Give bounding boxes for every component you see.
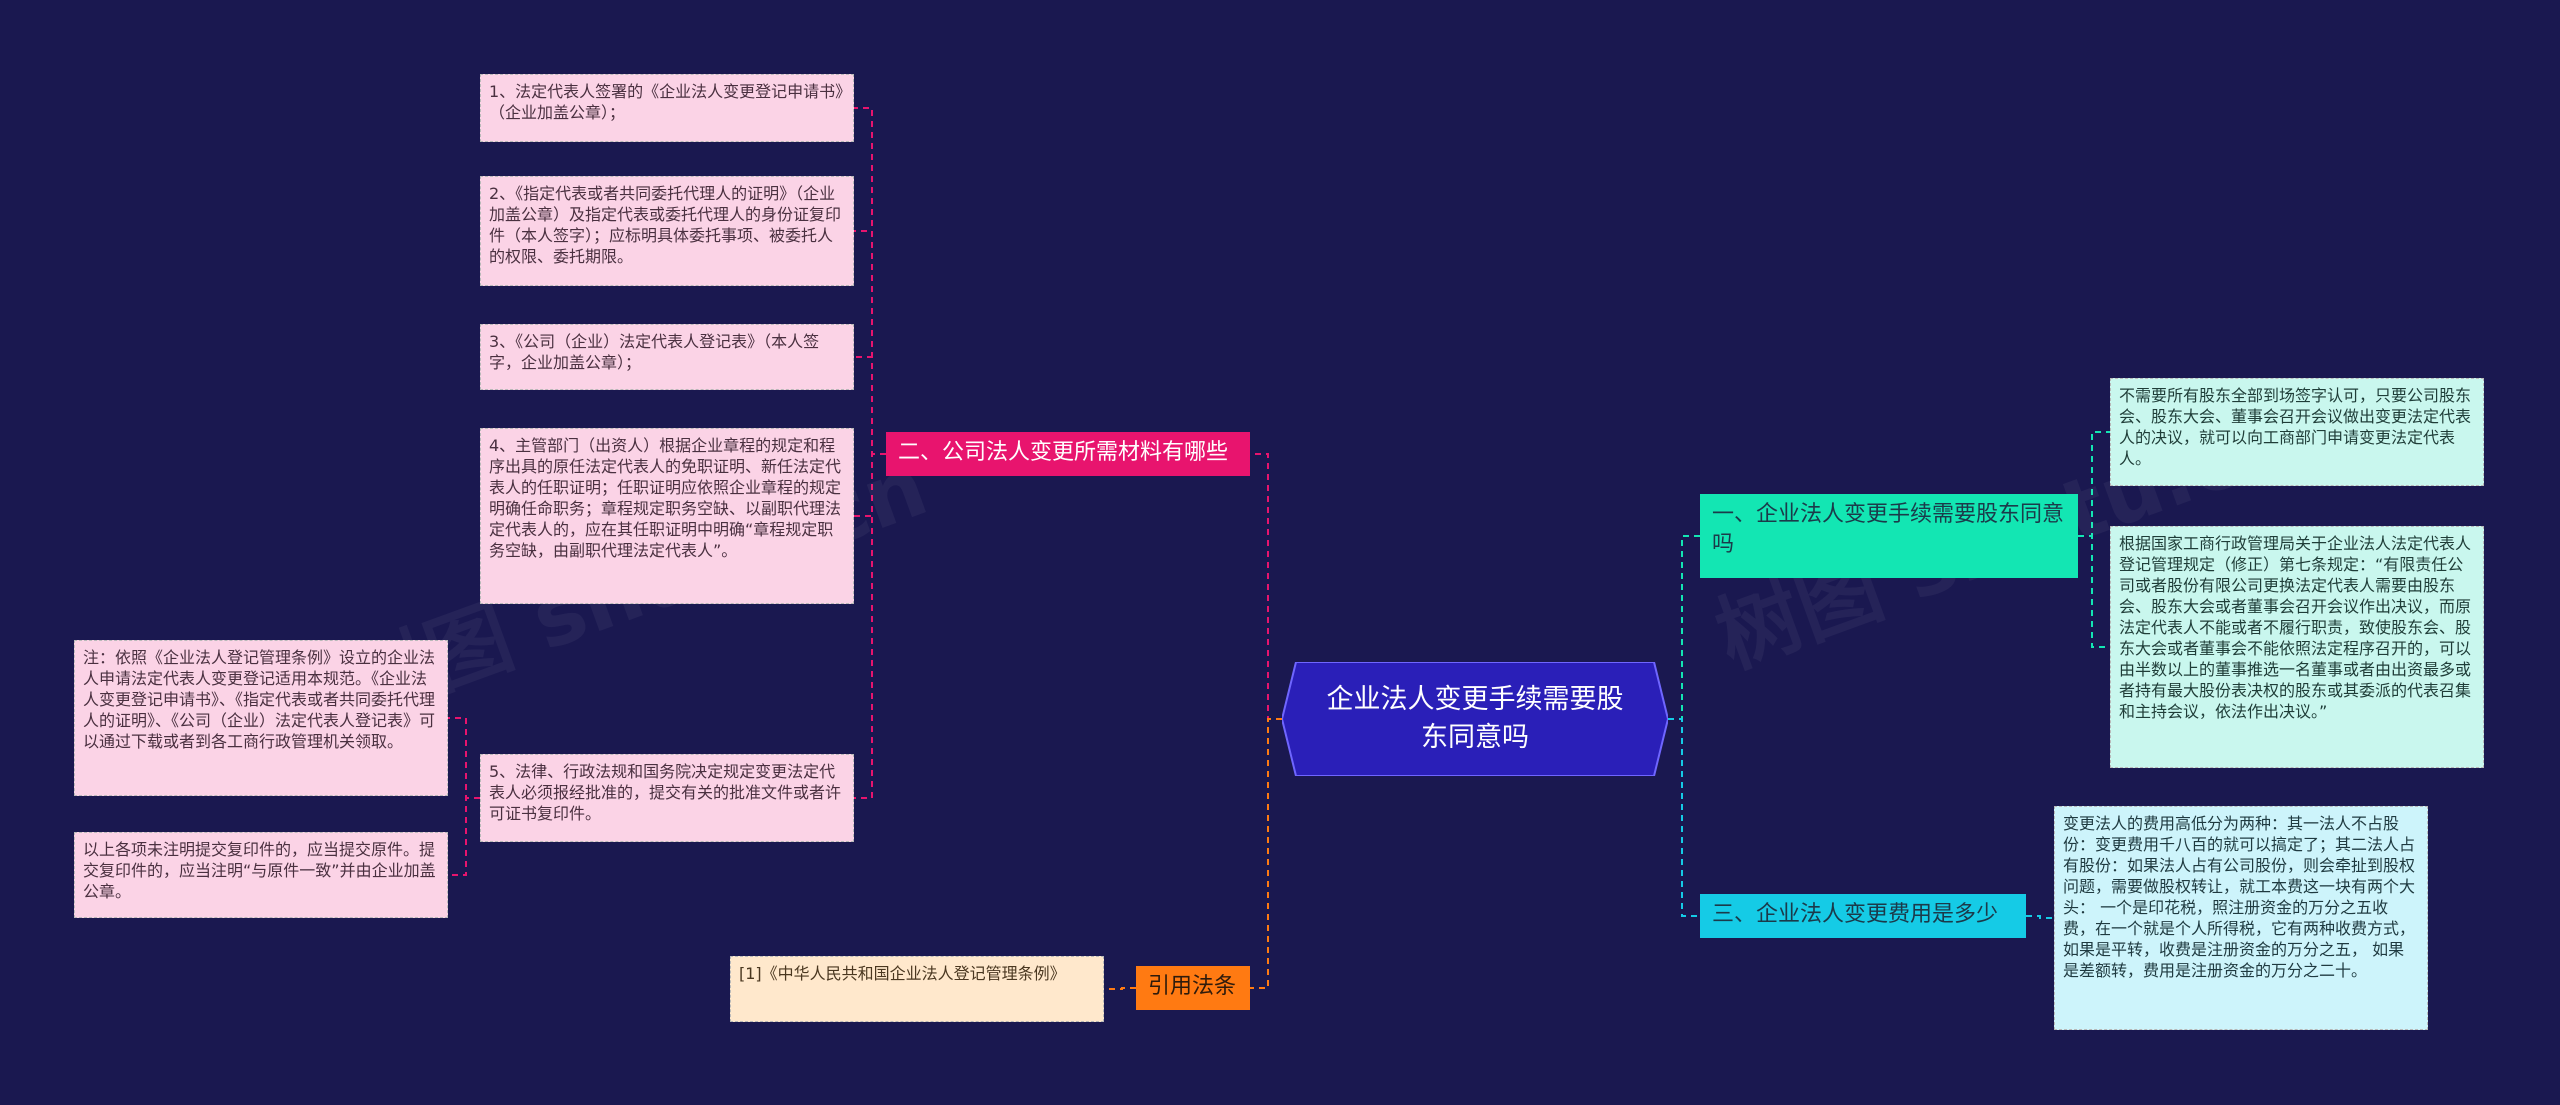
branch-consent[interactable]: 一、企业法人变更手续需要股东同意吗 xyxy=(1700,494,2078,578)
materials-item-4-text: 4、主管部门（出资人）根据企业章程的规定和程序出具的原任法定代表人的免职证明、新… xyxy=(489,436,842,560)
materials-item-1[interactable]: 1、法定代表人签署的《企业法人变更登记申请书》（企业加盖公章）； xyxy=(480,74,854,142)
branch-cost[interactable]: 三、企业法人变更费用是多少 xyxy=(1700,894,2026,938)
materials-item-5[interactable]: 5、法律、行政法规和国务院决定规定变更法定代表人必须报经批准的，提交有关的批准文… xyxy=(480,754,854,842)
connector-root-cost xyxy=(1668,718,1700,917)
materials-item-3-text: 3、《公司（企业）法定代表人登记表》（本人签字，企业加盖公章）； xyxy=(489,332,820,372)
root-topic[interactable]: 企业法人变更手续需要股东同意吗 xyxy=(1282,662,1668,776)
connector-cost-item xyxy=(2026,915,2054,919)
branch-materials[interactable]: 二、公司法人变更所需材料有哪些 xyxy=(886,432,1250,476)
consent-item-2[interactable]: 根据国家工商行政管理局关于企业法人法定代表人登记管理规定（修正）第七条规定：“有… xyxy=(2110,526,2484,768)
materials-item-1-text: 1、法定代表人签署的《企业法人变更登记申请书》（企业加盖公章）； xyxy=(489,82,844,122)
root-label: 企业法人变更手续需要股东同意吗 xyxy=(1326,684,1624,753)
branch-reference[interactable]: 引用法条 xyxy=(1136,966,1250,1010)
branch-consent-label: 一、企业法人变更手续需要股东同意吗 xyxy=(1712,502,2065,557)
materials-item-5-text: 5、法律、行政法规和国务院决定规定变更法定代表人必须报经批准的，提交有关的批准文… xyxy=(489,762,842,823)
connector-reference-item xyxy=(1104,987,1136,990)
materials-note-1[interactable]: 注：依照《企业法人登记管理条例》设立的企业法人申请法定代表人变更登记适用本规范。… xyxy=(74,640,448,796)
materials-note-2[interactable]: 以上各项未注明提交复印件的，应当提交原件。提交复印件的，应当注明“与原件一致”并… xyxy=(74,832,448,918)
cost-item-1-text: 变更法人的费用高低分为两种：其一法人不占股份：变更费用千八百的就可以搞定了；其二… xyxy=(2063,814,2416,980)
branch-cost-label: 三、企业法人变更费用是多少 xyxy=(1712,902,1999,927)
connector-materials-note xyxy=(448,717,480,799)
reference-item-1-text: [1]《中华人民共和国企业法人登记管理条例》 xyxy=(739,964,1066,983)
materials-item-4[interactable]: 4、主管部门（出资人）根据企业章程的规定和程序出具的原任法定代表人的免职证明、新… xyxy=(480,428,854,604)
connector-root-reference xyxy=(1250,718,1282,989)
materials-note-1-text: 注：依照《企业法人登记管理条例》设立的企业法人申请法定代表人变更登记适用本规范。… xyxy=(83,648,436,751)
materials-item-3[interactable]: 3、《公司（企业）法定代表人登记表》（本人签字，企业加盖公章）； xyxy=(480,324,854,390)
connector-root-materials xyxy=(1250,453,1282,720)
branch-materials-label: 二、公司法人变更所需材料有哪些 xyxy=(898,440,1229,465)
consent-item-1[interactable]: 不需要所有股东全部到场签字认可，只要公司股东会、股东大会、董事会召开会议做出变更… xyxy=(2110,378,2484,486)
materials-item-2[interactable]: 2、《指定代表或者共同委托代理人的证明》（企业加盖公章）及指定代表或委托代理人的… xyxy=(480,176,854,286)
connector-materials-item xyxy=(854,107,886,455)
consent-item-1-text: 不需要所有股东全部到场签字认可，只要公司股东会、股东大会、董事会召开会议做出变更… xyxy=(2119,386,2472,468)
materials-item-2-text: 2、《指定代表或者共同委托代理人的证明》（企业加盖公章）及指定代表或委托代理人的… xyxy=(489,184,842,266)
connector-root-consent xyxy=(1668,535,1700,720)
branch-reference-label: 引用法条 xyxy=(1148,974,1237,999)
connector-materials-item xyxy=(854,230,886,455)
reference-item-1[interactable]: [1]《中华人民共和国企业法人登记管理条例》 xyxy=(730,956,1104,1022)
connector-materials-note xyxy=(448,797,480,876)
consent-item-2-text: 根据国家工商行政管理局关于企业法人法定代表人登记管理规定（修正）第七条规定：“有… xyxy=(2119,534,2472,721)
root-hexagon-shape xyxy=(1282,662,1668,776)
materials-note-2-text: 以上各项未注明提交复印件的，应当提交原件。提交复印件的，应当注明“与原件一致”并… xyxy=(83,840,436,901)
cost-item-1[interactable]: 变更法人的费用高低分为两种：其一法人不占股份：变更费用千八百的就可以搞定了；其二… xyxy=(2054,806,2428,1030)
